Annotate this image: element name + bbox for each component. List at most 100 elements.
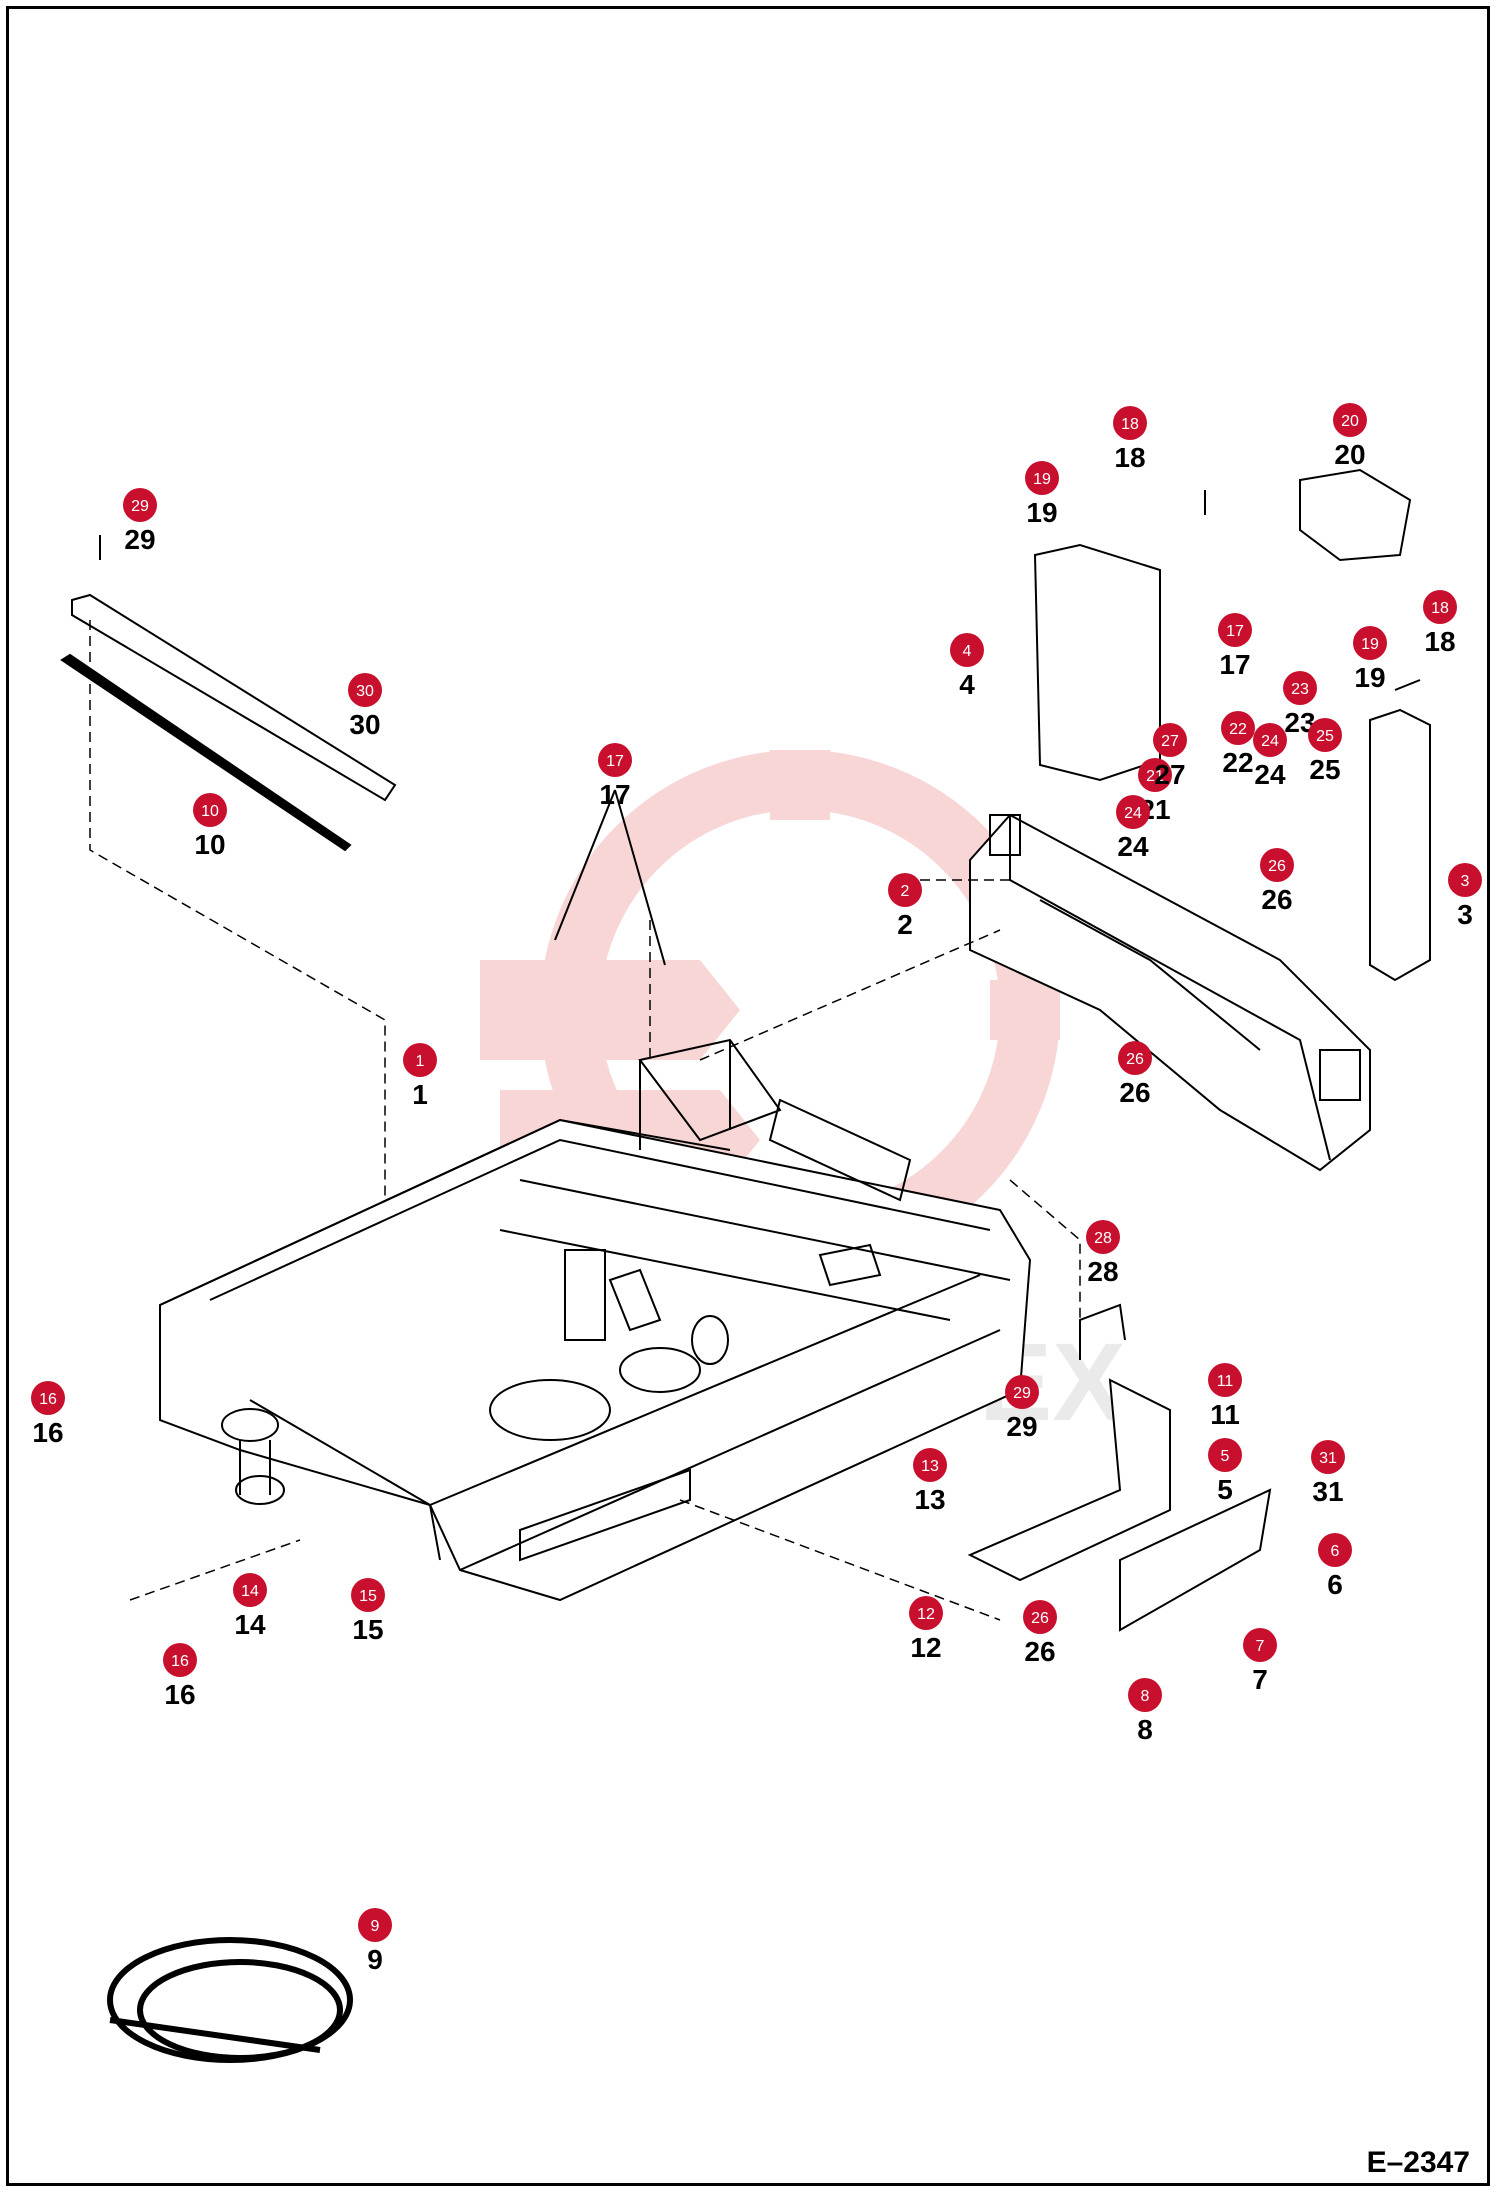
callout-badge-icon — [1208, 1438, 1242, 1472]
callout-badge-number: 2 — [901, 883, 910, 900]
callout-badges: 1122334455667788991010111112121313141415… — [31, 403, 1482, 1975]
callout-part-number: 29 — [1006, 1411, 1037, 1442]
callout-badge-number: 6 — [1331, 1543, 1340, 1560]
drawing-id: E–2347 — [1366, 2146, 1470, 2179]
callout-part-number: 17 — [599, 779, 630, 810]
callout-22: 22 22 — [1221, 711, 1255, 778]
callout-badge-icon — [1218, 613, 1252, 647]
callout-part-number: 11 — [1210, 1399, 1240, 1430]
side-cover-part-3 — [1369, 708, 1431, 982]
callout-part-number: 3 — [1457, 899, 1473, 930]
callout-30: 30 30 — [348, 673, 382, 740]
callout-badge-number: 26 — [1126, 1051, 1144, 1068]
callout-badge-number: 7 — [1256, 1638, 1265, 1655]
callout-part-number: 5 — [1217, 1474, 1233, 1505]
callout-2: 22 — [888, 873, 922, 940]
callout-badge-number: 4 — [963, 643, 972, 660]
callout-badge-icon — [1113, 406, 1147, 440]
callout-24: 24 24 — [1116, 795, 1150, 862]
callout-badge-icon — [351, 1578, 385, 1612]
callout-10: 10 10 — [193, 793, 227, 860]
callout-badge-number: 22 — [1229, 721, 1247, 738]
callout-part-number: 6 — [1327, 1569, 1343, 1600]
rail-part-30 — [71, 593, 397, 802]
leader-lines — [89, 620, 1081, 1621]
callout-badge-number: 10 — [201, 803, 219, 820]
callout-part-number: 28 — [1087, 1256, 1118, 1287]
callout-badge-icon — [950, 633, 984, 667]
callout-part-number: 19 — [1026, 497, 1057, 528]
callout-badge-icon — [1333, 403, 1367, 437]
callout-badge-icon — [1086, 1220, 1120, 1254]
callout-badge-number: 17 — [606, 753, 624, 770]
callout-badge-icon — [1353, 626, 1387, 660]
callout-badge-number: 15 — [359, 1588, 377, 1605]
callout-badge-icon — [1005, 1375, 1039, 1409]
callout-part-number: 7 — [1252, 1664, 1268, 1695]
callout-badge-number: 26 — [1268, 858, 1286, 875]
callout-badge-number: 16 — [171, 1653, 189, 1670]
callout-badge-icon — [1208, 1363, 1242, 1397]
callout-part-number: 9 — [367, 1944, 383, 1975]
callout-part-number: 15 — [352, 1614, 383, 1645]
callout-badge-number: 30 — [356, 683, 374, 700]
callout-badge-icon — [31, 1381, 65, 1415]
callout-badge-number: 24 — [1124, 805, 1142, 822]
callout-badge-icon — [358, 1908, 392, 1942]
cover-part-20 — [1299, 468, 1412, 562]
callout-part-number: 13 — [914, 1484, 945, 1515]
callout-badge-number: 29 — [131, 498, 149, 515]
callout-part-number: 10 — [194, 829, 225, 860]
callout-9: 99 — [358, 1908, 392, 1975]
callout-badge-number: 28 — [1094, 1230, 1112, 1247]
callout-badge-number: 18 — [1431, 600, 1449, 617]
callout-part-number: 19 — [1354, 662, 1385, 693]
callout-badge-icon — [1221, 711, 1255, 745]
callout-badge-icon — [1311, 1440, 1345, 1474]
callout-badge-number: 23 — [1291, 681, 1309, 698]
callout-badge-number: 16 — [39, 1391, 57, 1408]
callout-badge-icon — [1308, 718, 1342, 752]
callout-badge-number: 25 — [1316, 728, 1334, 745]
callout-4: 44 — [950, 633, 984, 700]
callout-badge-icon — [348, 673, 382, 707]
callout-part-number: 30 — [349, 709, 380, 740]
callout-badge-icon — [1116, 795, 1150, 829]
callout-part-number: 18 — [1114, 442, 1145, 473]
callout-part-number: 26 — [1261, 884, 1292, 915]
callout-part-number: 22 — [1222, 747, 1253, 778]
callout-8: 88 — [1128, 1678, 1162, 1745]
callout-part-number: 17 — [1219, 649, 1250, 680]
callout-part-number: 24 — [1117, 831, 1149, 862]
callout-badge-icon — [909, 1596, 943, 1630]
callout-part-number: 27 — [1154, 759, 1185, 790]
handle-part-28 — [1079, 1303, 1126, 1360]
hose-part-9 — [107, 1937, 353, 2063]
callout-28: 28 28 — [1086, 1220, 1120, 1287]
callout-badge-number: 12 — [917, 1606, 935, 1623]
callout-6: 66 — [1318, 1533, 1352, 1600]
callout-badge-number: 11 — [1217, 1373, 1234, 1390]
callout-badge-icon — [193, 793, 227, 827]
callout-badge-number: 3 — [1461, 873, 1470, 890]
callout-25: 25 25 — [1308, 718, 1342, 785]
callout-badge-icon — [1260, 848, 1294, 882]
callout-7: 77 — [1243, 1628, 1277, 1695]
callout-part-number: 16 — [164, 1679, 195, 1710]
callout-badge-icon — [1128, 1678, 1162, 1712]
callout-badge-icon — [1153, 723, 1187, 757]
callout-badge-icon — [913, 1448, 947, 1482]
callout-badge-icon — [598, 743, 632, 777]
callout-part-number: 25 — [1309, 754, 1340, 785]
callout-part-number: 29 — [124, 524, 155, 555]
callout-badge-icon — [1253, 723, 1287, 757]
callout-part-number: 14 — [234, 1609, 266, 1640]
callout-badge-icon — [1243, 1628, 1277, 1662]
